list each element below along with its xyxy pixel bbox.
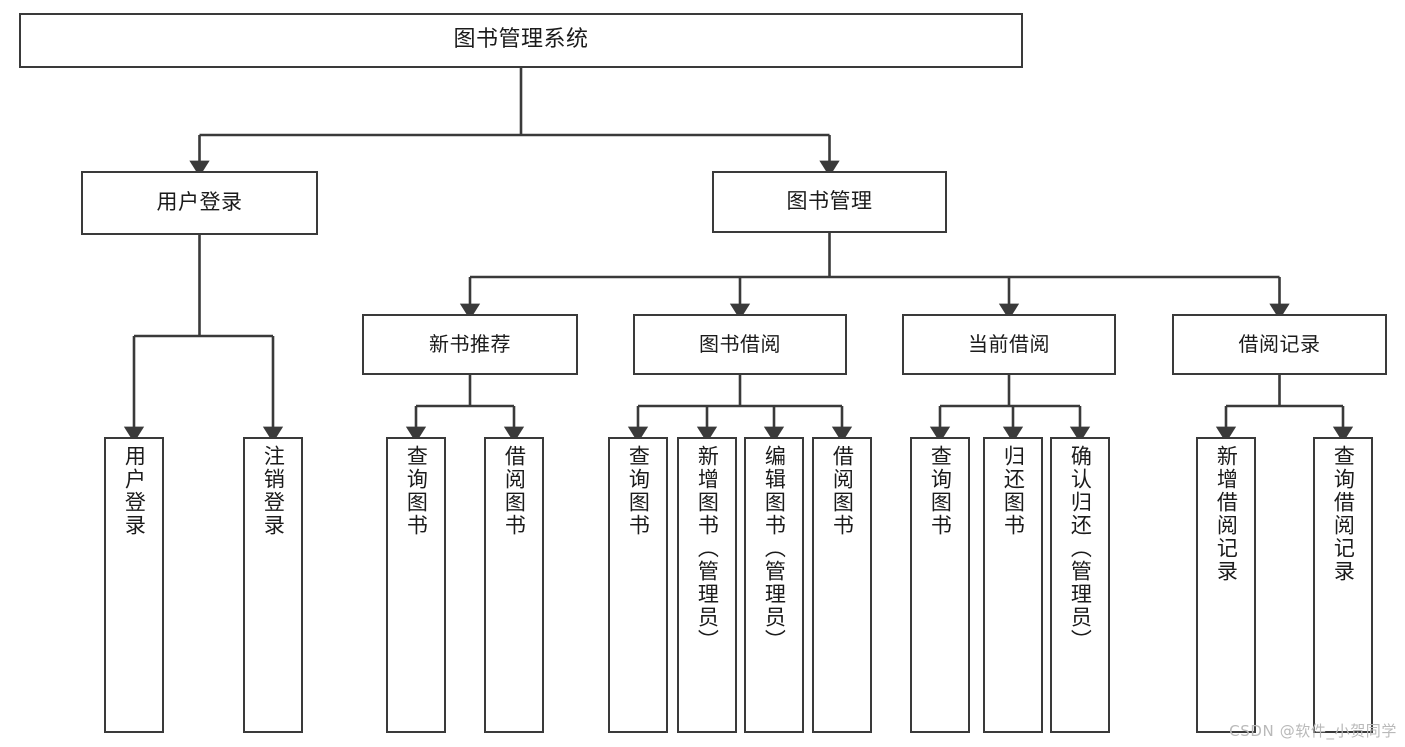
node-leaf-borrow-lend[interactable]: 借阅图书 [812,437,872,733]
node-l2-new[interactable]: 新书推荐 [362,314,578,375]
node-label: 图书借阅 [699,332,781,357]
watermark-text: CSDN @软件_小贺同学 [1229,722,1397,740]
node-label: 新增借阅记录 [1214,445,1239,583]
node-label: 查询图书 [404,445,429,537]
node-label: 确认归还（管理员） [1068,445,1093,652]
node-leaf-current-confirm[interactable]: 确认归还（管理员） [1050,437,1110,733]
node-label: 借阅图书 [830,445,855,537]
node-leaf-user-login[interactable]: 用户登录 [104,437,164,733]
node-label: 图书管理系统 [453,27,589,53]
node-leaf-new-borrow[interactable]: 借阅图书 [484,437,544,733]
node-label: 借阅图书 [502,445,527,537]
node-label: 编辑图书（管理员） [762,445,787,652]
node-l2-record[interactable]: 借阅记录 [1172,314,1387,375]
node-leaf-borrow-edit[interactable]: 编辑图书（管理员） [744,437,804,733]
node-l2-borrow[interactable]: 图书借阅 [633,314,847,375]
node-leaf-record-add[interactable]: 新增借阅记录 [1196,437,1256,733]
node-l1-user[interactable]: 用户登录 [81,171,318,235]
node-l1-book[interactable]: 图书管理 [712,171,947,233]
node-label: 新增图书（管理员） [695,445,720,652]
node-label: 查询借阅记录 [1331,445,1356,583]
node-label: 用户登录 [122,445,147,537]
node-label: 归还图书 [1001,445,1026,537]
node-l2-current[interactable]: 当前借阅 [902,314,1116,375]
node-leaf-current-query[interactable]: 查询图书 [910,437,970,733]
node-label: 查询图书 [626,445,651,537]
node-label: 注销登录 [261,445,286,537]
node-root[interactable]: 图书管理系统 [19,13,1023,68]
node-label: 图书管理 [786,189,873,214]
node-label: 借阅记录 [1238,332,1321,357]
node-leaf-borrow-add[interactable]: 新增图书（管理员） [677,437,737,733]
node-leaf-user-logout[interactable]: 注销登录 [243,437,303,733]
node-leaf-borrow-query[interactable]: 查询图书 [608,437,668,733]
node-label: 查询图书 [928,445,953,537]
node-label: 用户登录 [156,190,243,215]
node-leaf-new-query[interactable]: 查询图书 [386,437,446,733]
node-leaf-current-return[interactable]: 归还图书 [983,437,1043,733]
node-label: 新书推荐 [429,332,511,357]
node-label: 当前借阅 [968,332,1050,357]
node-leaf-record-query[interactable]: 查询借阅记录 [1313,437,1373,733]
